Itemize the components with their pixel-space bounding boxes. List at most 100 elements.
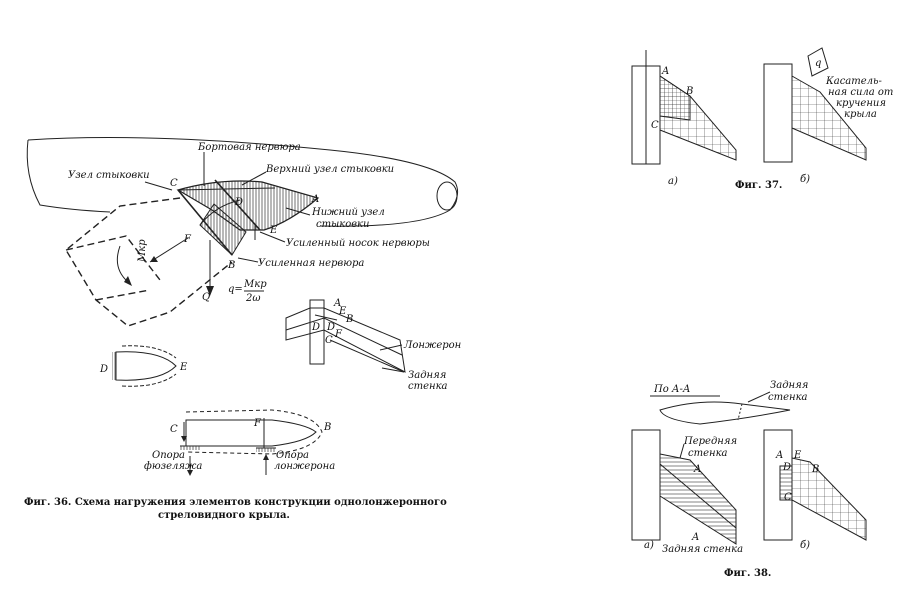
root-rib-hatched	[176, 180, 320, 231]
fuselage-nose	[436, 181, 458, 211]
fig37b-letter-q: q	[815, 58, 821, 69]
fig38-leader-rear	[747, 391, 771, 403]
fig36-letter-d: D	[234, 197, 243, 208]
fig37b-shear-panel	[807, 47, 829, 77]
arrow-fus-head	[187, 470, 193, 476]
fig37b-fuselage	[763, 63, 793, 163]
fig38b-letter-d: D	[782, 462, 791, 473]
label-strong-rib: Усиленная нервюра	[258, 258, 364, 269]
fig36-letter-c: C	[170, 178, 178, 189]
fig37a-letter-c: C	[651, 120, 659, 131]
fig37-a: A B C а)	[631, 50, 737, 187]
fig37a-root-grid	[659, 75, 691, 121]
label-support-spar-1: Опора	[276, 450, 309, 461]
rib-letter-c: C	[170, 424, 178, 435]
moment-arc	[116, 245, 129, 283]
fuselage-outline	[27, 137, 459, 227]
rib-upper-line	[177, 187, 276, 191]
rib-section-outline	[185, 419, 317, 447]
fig38b-letter-c: C	[784, 492, 792, 503]
rib-shear-flow	[185, 409, 323, 455]
fig37a-letter-b: B	[685, 86, 693, 97]
fig37-b: q Касатель- ная сила от кручения крыла б…	[763, 47, 893, 185]
fig38b-root-box	[779, 465, 793, 501]
support-fus-hatch	[180, 446, 200, 450]
fig38-section: По А-А Задняя стенка	[650, 380, 808, 425]
fuselage-tail	[26, 139, 111, 213]
fig36-letter-f: F	[183, 234, 192, 245]
label-dock-node: Узел стыковки	[68, 170, 150, 181]
fig37b-wing-grid	[791, 75, 867, 161]
label-support-spar-2: лонжерона	[274, 461, 335, 472]
moment-arrowhead	[124, 276, 132, 286]
label-rear-wall-2: стенка	[408, 381, 448, 392]
label-lower-node-2: стыковки	[316, 219, 369, 230]
fig38-caption: Фиг. 38.	[724, 568, 772, 579]
plan-letter-c: C	[325, 335, 333, 346]
fig36-letter-a: A	[311, 194, 319, 205]
leader-lower	[285, 207, 311, 216]
fig38a-front-wall	[659, 463, 737, 529]
nose-section-wall	[112, 352, 116, 380]
fig38a-rear-bottom: Задняя стенка	[662, 544, 743, 555]
plan-letter-f: F	[334, 329, 343, 340]
label-formula-q: q=	[228, 284, 243, 295]
fig36-labels: Бортовая нервюра Узел стыковки Верхний у…	[68, 142, 430, 304]
force-q-arrowhead	[206, 286, 214, 296]
rib-letter-f: F	[253, 418, 262, 429]
fig38-a: Передняя стенка A A Задняя стенка а)	[631, 429, 743, 555]
fig38-rear-wall-1: Задняя	[770, 380, 808, 391]
fig36-main-drawing	[26, 137, 459, 327]
plan-d-line	[314, 314, 338, 321]
fig38-section-label: По А-А	[653, 384, 690, 395]
nose-letter-e: E	[179, 362, 188, 373]
label-bort-rib: Бортовая нервюра	[197, 142, 301, 153]
fig38-rear-wall-line	[737, 403, 743, 421]
arrow-spar-head	[263, 454, 269, 460]
label-support-fus-1: Опора	[152, 450, 185, 461]
fig38a-leader-front	[679, 443, 685, 459]
arrow-c-head	[181, 436, 187, 442]
fig36-letter-q: Q	[202, 292, 210, 303]
fig38a-sub: а)	[644, 540, 654, 551]
fig38a-letter-a1: A	[693, 464, 701, 475]
plan-letter-d2: D	[326, 322, 335, 333]
torque-arrowhead	[150, 256, 158, 262]
fig36-letter-b: B	[227, 260, 235, 271]
plan-letter-e: E	[338, 306, 347, 317]
wing-dashed-inner	[65, 235, 161, 281]
plan-rear-wall	[329, 339, 405, 373]
nose-letter-d: D	[99, 364, 108, 375]
fig37b-shear-4: крыла	[844, 109, 877, 120]
spar-line	[214, 179, 261, 231]
label-spar: Лонжерон	[403, 340, 461, 351]
label-nose-rib: Усиленный носок нервюры	[286, 238, 430, 249]
fig36-rib-section: C F B Опора фюзеляжа Опора лонжерона	[144, 409, 335, 476]
fig38a-wing	[659, 453, 737, 545]
fig36-letters: C D A E F B Q	[170, 178, 319, 303]
fig38b-letter-a: A	[775, 450, 783, 461]
leader-strong	[237, 257, 259, 263]
fig37b-shear-3: кручения	[836, 98, 886, 109]
leader-nose	[259, 231, 286, 243]
fig37a-letter-a: A	[661, 66, 669, 77]
fig38a-front-wall-1: Передняя	[683, 436, 737, 447]
fig38b-letter-b: B	[811, 464, 819, 475]
label-formula-num: Mкр	[243, 279, 267, 290]
fig38a-letter-a2: A	[691, 532, 699, 543]
fig38a-fuselage	[631, 429, 661, 541]
fig37b-sub: б)	[800, 174, 810, 185]
fig36-caption-line2: стреловидного крыла.	[158, 510, 290, 521]
fig36-letter-e: E	[269, 225, 278, 236]
label-upper-node: Верхний узел стыковки	[265, 164, 394, 175]
fig38-b: A E D B C б)	[763, 429, 867, 551]
nose-shear-upper	[121, 345, 177, 359]
fig36-caption-line1: Фиг. 36. Схема нагружения элементов конс…	[24, 497, 447, 508]
fig37b-shear-1: Касатель-	[825, 76, 882, 87]
label-rear-wall-1: Задняя	[408, 370, 446, 381]
fig36-plan-view: A E B D D F C Лонжерон Задняя стенка	[285, 298, 461, 392]
plan-leader-spar	[379, 344, 403, 351]
fig38b-sub: б)	[800, 540, 810, 551]
fig38b-wing	[791, 457, 867, 541]
